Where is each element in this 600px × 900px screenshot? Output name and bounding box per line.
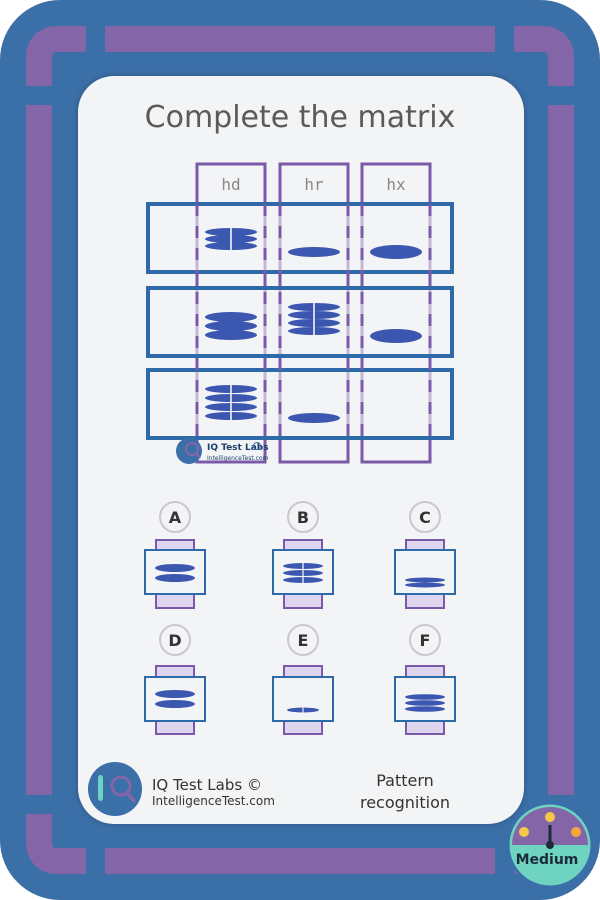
difficulty-meter [506,801,594,889]
option-b[interactable]: B [272,501,334,609]
matrix-row-1 [146,202,454,274]
puzzle-category: Pattern recognition [359,771,451,812]
svg-text:B: B [297,508,309,527]
page-title: Complete the matrix [144,100,456,135]
iq-magnifier-icon [88,762,142,816]
cell-r1c3 [370,245,422,259]
footer-brand-url: IntelligenceTest.com [152,794,275,808]
cell-r2c3 [370,329,422,343]
cell-r1c1 [205,227,257,251]
matrix-row-3 [146,368,454,440]
svg-text:IQ Test Labs: IQ Test Labs [207,443,269,453]
option-a[interactable]: A [144,501,206,609]
option-c[interactable]: C [394,501,456,609]
svg-text:IntelligenceTest.com: IntelligenceTest.com [207,455,269,462]
svg-text:A: A [169,508,182,527]
difficulty-label: Medium [515,852,579,868]
svg-text:D: D [168,631,181,650]
option-f[interactable]: F [394,624,456,735]
svg-text:E: E [298,631,309,650]
neutral-face-icon [545,812,555,822]
column-header-1: hd [221,175,240,194]
svg-text:hd: hd [221,175,240,194]
cell-r3c2 [288,413,340,423]
footer-brand-name: IQ Test Labs © [152,776,262,794]
frame-stripe-left [26,105,52,795]
option-e[interactable]: E [272,624,334,735]
svg-text:hx: hx [386,175,406,194]
option-d[interactable]: D [144,624,206,735]
happy-face-icon [519,827,529,837]
surprised-face-icon [571,827,581,837]
cell-r2c2 [288,302,340,336]
cell-r3c1 [205,384,257,421]
column-dashes [195,204,432,438]
svg-text:C: C [419,508,431,527]
svg-text:F: F [420,631,431,650]
cell-r2c1 [205,312,257,340]
matrix-watermark: IQ Test Labs IntelligenceTest.com [176,438,269,464]
frame-stripe-bottom [105,848,495,874]
svg-text:hr: hr [304,175,324,194]
frame-stripe-right [548,105,574,795]
column-header-2: hr [304,175,324,194]
cell-r1c2 [288,247,340,257]
frame-stripe-top [105,26,495,52]
frame-corner [26,814,86,874]
column-header-3: hx [386,175,406,194]
